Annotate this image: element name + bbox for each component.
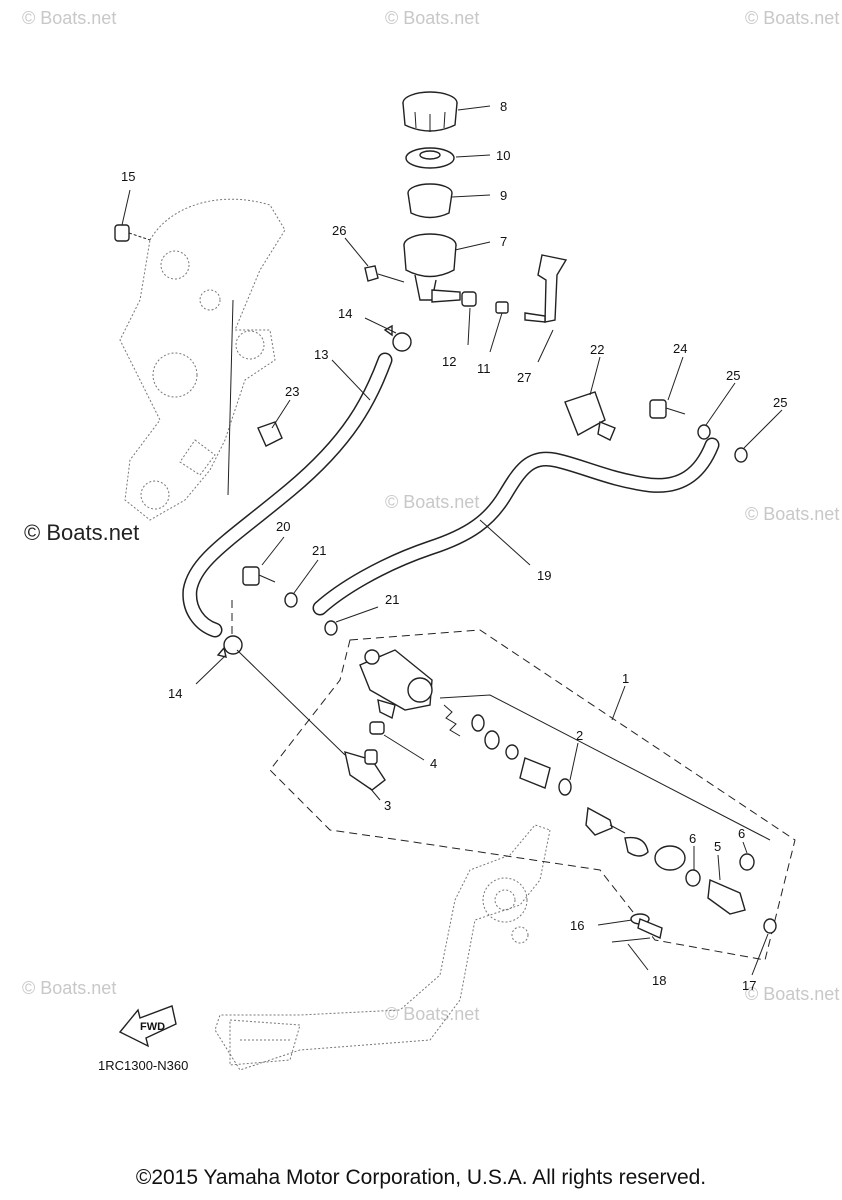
part-13-hose — [182, 352, 393, 638]
part-5-clevis — [707, 878, 746, 915]
part-3-hose-joint — [344, 749, 386, 791]
callout-leaders — [121, 105, 783, 976]
part-9-diaphragm — [407, 183, 453, 219]
part-4-cap — [369, 721, 385, 735]
callout-6-b: 6 — [738, 826, 745, 841]
watermark: © Boats.net — [745, 8, 839, 28]
part-21-gasket-b — [324, 620, 338, 636]
part-14-clamp-lower — [216, 635, 243, 658]
watermark: © Boats.net — [385, 8, 479, 28]
callout-12: 12 — [442, 354, 456, 369]
callout-7: 7 — [500, 234, 507, 249]
part-16-pin — [630, 913, 663, 940]
callout-24: 24 — [673, 341, 687, 356]
part-26-bolt — [364, 265, 405, 283]
callout-16: 16 — [570, 918, 584, 933]
part-6-nut-a — [685, 869, 701, 887]
part-24-union-bolt — [649, 399, 686, 419]
watermark: © Boats.net — [385, 1004, 479, 1024]
part-12-grommet — [461, 291, 477, 307]
part-6-nut-b — [739, 853, 755, 871]
spring-and-seals — [443, 704, 519, 760]
callout-17: 17 — [742, 978, 756, 993]
part-25-gasket-a — [697, 424, 711, 440]
part-7-reservoir — [403, 233, 461, 303]
watermark: © Boats.net — [745, 504, 839, 524]
callout-labels: 8 10 9 7 26 14 12 11 27 13 15 23 22 24 2… — [121, 99, 787, 993]
watermark: © Boats.net — [745, 984, 839, 1004]
callout-8: 8 — [500, 99, 507, 114]
push-rod — [585, 806, 686, 871]
brake-pedal-ghost — [214, 824, 551, 1071]
callout-13: 13 — [314, 347, 328, 362]
callout-9: 9 — [500, 188, 507, 203]
callout-18: 18 — [652, 973, 666, 988]
frame-bracket-ghost — [119, 198, 286, 521]
watermark-dark: © Boats.net — [24, 520, 139, 545]
master-cylinder-assembly — [236, 649, 777, 943]
watermark: © Boats.net — [22, 978, 116, 998]
callout-19: 19 — [537, 568, 551, 583]
part-15-bolt — [114, 224, 151, 242]
watermark: © Boats.net — [385, 492, 479, 512]
callout-15: 15 — [121, 169, 135, 184]
part-8-cap — [402, 91, 458, 132]
part-17-washer — [763, 918, 777, 934]
callout-27: 27 — [517, 370, 531, 385]
callout-25-a: 25 — [726, 368, 740, 383]
callout-14-upper: 14 — [338, 306, 352, 321]
callout-1: 1 — [622, 671, 629, 686]
part-10-diaphragm-plate — [405, 147, 455, 169]
part-14-clamp-upper — [383, 324, 412, 352]
callout-4: 4 — [430, 756, 437, 771]
callout-21-a: 21 — [312, 543, 326, 558]
callout-20: 20 — [276, 519, 290, 534]
watermark: © Boats.net — [22, 8, 116, 28]
part-18-cotter-pin — [611, 937, 651, 943]
callout-23: 23 — [285, 384, 299, 399]
part-19-brake-hose — [312, 437, 720, 616]
part-25-gasket-b — [734, 447, 748, 463]
reservoir-group — [402, 91, 461, 303]
fwd-label: FWD — [140, 1021, 165, 1033]
copyright-notice: ©2015 Yamaha Motor Corporation, U.S.A. A… — [135, 1166, 707, 1189]
part-23-clip — [257, 421, 283, 447]
master-cylinder-body — [359, 649, 433, 720]
part-27-bracket — [524, 254, 568, 323]
part-21-gasket-a — [284, 592, 298, 608]
callout-3: 3 — [384, 798, 391, 813]
callout-21-b: 21 — [385, 592, 399, 607]
diagram-code: 1RC1300-N360 — [98, 1058, 188, 1073]
part-2-piston — [519, 757, 572, 796]
part-22-brake-switch — [564, 391, 616, 441]
callout-5: 5 — [714, 839, 721, 854]
callout-25-b: 25 — [773, 395, 787, 410]
callout-10: 10 — [496, 148, 510, 163]
fwd-arrow: FWD — [118, 1005, 177, 1048]
watermarks: © Boats.net © Boats.net © Boats.net © Bo… — [22, 8, 839, 1024]
callout-14-lower: 14 — [168, 686, 182, 701]
callout-26: 26 — [332, 223, 346, 238]
callout-11: 11 — [477, 361, 491, 376]
callout-6-a: 6 — [689, 831, 696, 846]
callout-22: 22 — [590, 342, 604, 357]
part-20-union-bolt — [242, 566, 276, 586]
callout-2: 2 — [576, 728, 583, 743]
part-11-collar — [495, 301, 509, 314]
assembly-boundary — [231, 600, 796, 961]
